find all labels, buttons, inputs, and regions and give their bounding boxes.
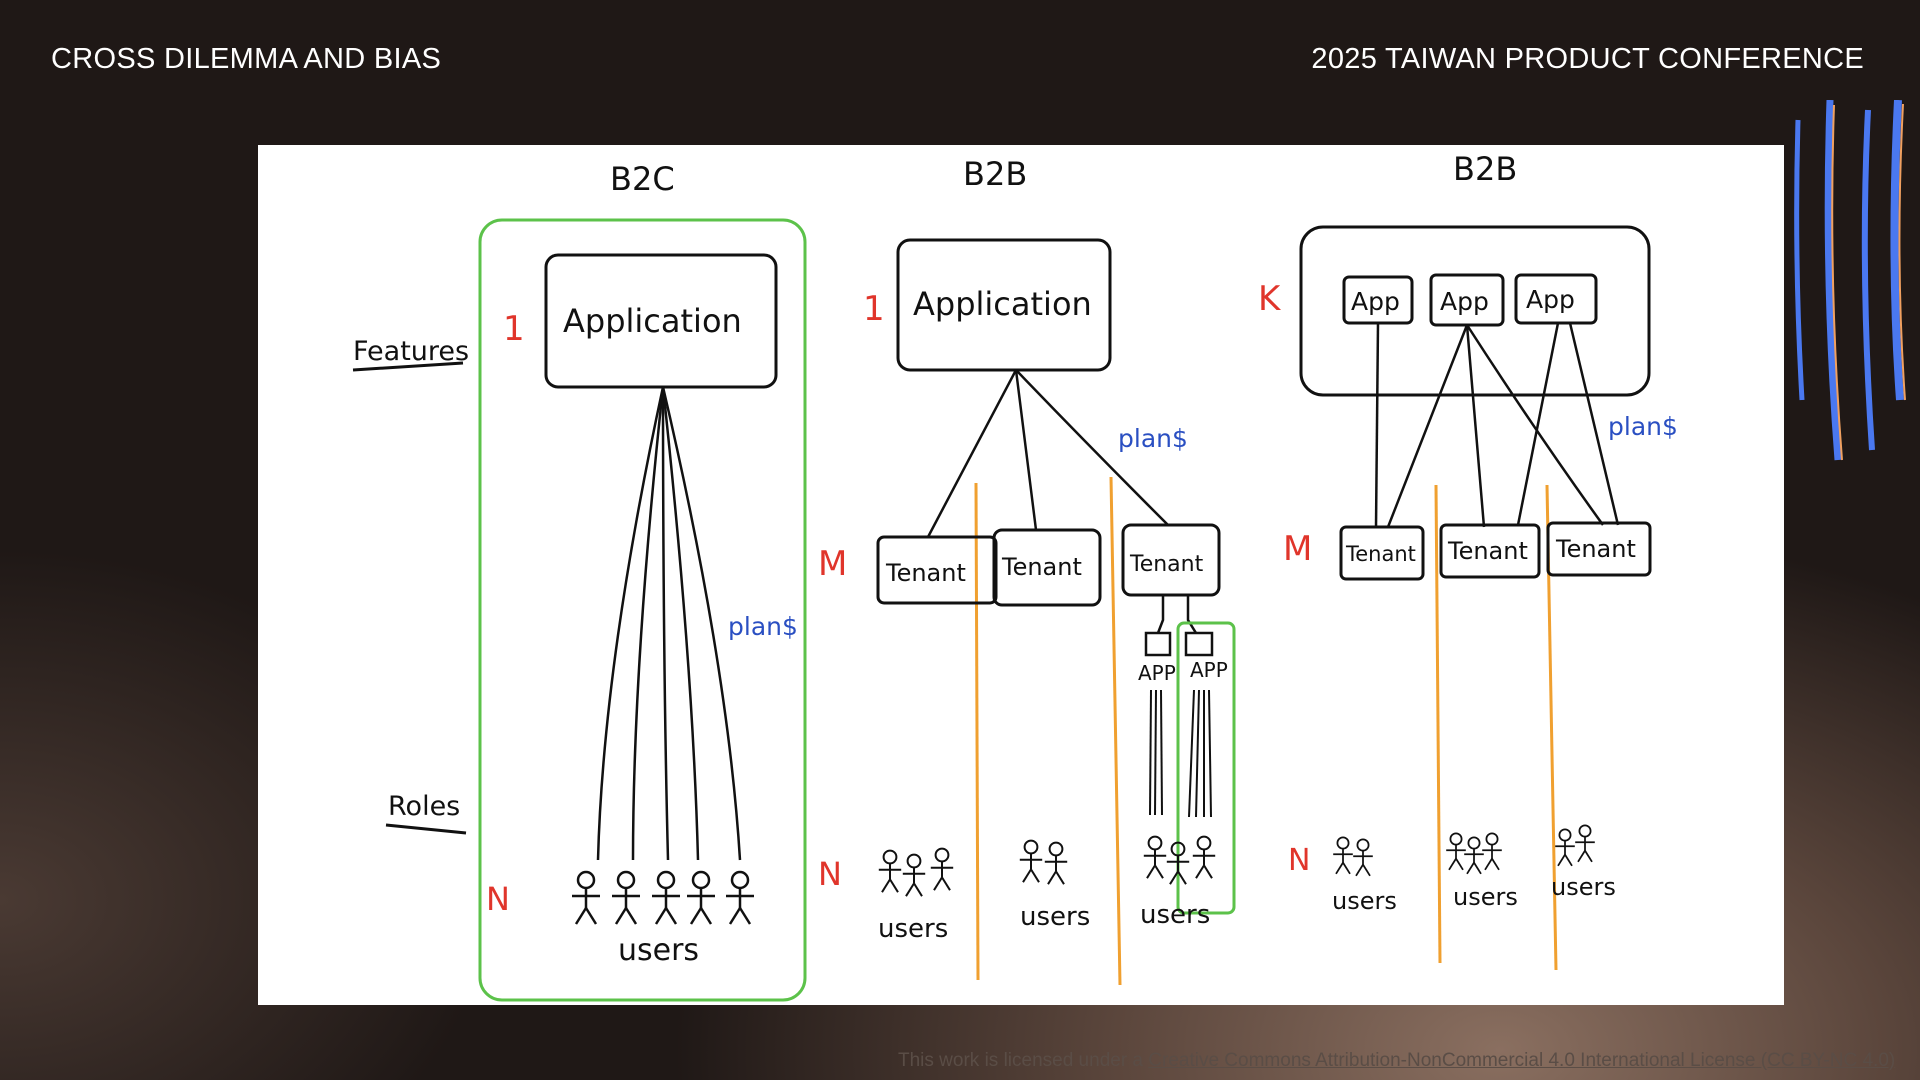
b2b-multi-users-1: users bbox=[1332, 887, 1397, 915]
b2b-single-application-box bbox=[896, 238, 1112, 372]
b2c-users-label: users bbox=[618, 933, 699, 968]
b2b-multi-links bbox=[1374, 322, 1620, 528]
b2b-single-app-2-label: APP bbox=[1190, 658, 1228, 682]
panel-b2b-multi-app: B2B K App App App plan$ M Tenant bbox=[1258, 150, 1678, 971]
b2b-multi-count-mid: M bbox=[1283, 529, 1312, 569]
whiteboard-diagram: Features Roles B2C 1 Application plan$ N bbox=[258, 145, 1784, 1005]
b2b-single-green-highlight bbox=[1176, 621, 1236, 915]
b2b-multi-platform-box bbox=[1299, 225, 1651, 397]
b2b-multi-tenant-3-label: Tenant bbox=[1555, 535, 1636, 563]
b2b-single-count-mid: M bbox=[818, 544, 847, 584]
b2b-single-tenant-3 bbox=[1121, 523, 1221, 597]
panel-b2b-single-app: B2B 1 Application plan$ M Tenant Tenant … bbox=[818, 155, 1236, 986]
b2b-multi-divider-1 bbox=[1434, 484, 1442, 964]
slide-section-title: CROSS DILEMMA AND BIAS bbox=[51, 43, 442, 75]
b2b-multi-tenant-1 bbox=[1339, 525, 1425, 581]
features-underline bbox=[352, 361, 464, 372]
license-link[interactable]: Creative Commons Attribution-NonCommerci… bbox=[1148, 1050, 1896, 1071]
b2b-single-plan-label: plan$ bbox=[1118, 424, 1188, 453]
b2b-single-title: B2B bbox=[963, 155, 1027, 193]
panel-b2c: B2C 1 Application plan$ N users bbox=[478, 160, 807, 1002]
b2b-multi-title: B2B bbox=[1453, 150, 1517, 188]
b2c-application-label: Application bbox=[563, 302, 742, 340]
b2b-single-tenant-lines bbox=[926, 369, 1169, 538]
b2b-single-users-1: users bbox=[878, 914, 948, 944]
b2b-single-divider-1 bbox=[974, 482, 980, 981]
b2b-multi-users-2: users bbox=[1453, 883, 1518, 911]
b2b-single-tenant-3-label: Tenant bbox=[1129, 552, 1204, 577]
b2c-plan-label: plan$ bbox=[728, 612, 798, 641]
b2c-user-figures bbox=[572, 870, 754, 925]
b2b-multi-count-bottom: N bbox=[1288, 843, 1310, 878]
b2b-single-divider-2 bbox=[1109, 476, 1122, 986]
b2b-single-application-label: Application bbox=[913, 285, 1092, 323]
b2b-single-user-figures bbox=[878, 835, 1216, 897]
b2c-green-boundary bbox=[478, 218, 807, 1002]
roles-underline bbox=[385, 823, 467, 835]
b2b-single-tenant-1-label: Tenant bbox=[885, 559, 966, 587]
b2b-single-count-top: 1 bbox=[863, 289, 885, 329]
b2b-multi-app-1-label: App bbox=[1351, 287, 1400, 316]
b2b-single-tenant-2-label: Tenant bbox=[1001, 553, 1082, 581]
decorative-streaks bbox=[1794, 100, 1906, 461]
b2b-multi-app-3-label: App bbox=[1526, 285, 1575, 314]
b2b-single-app-branch bbox=[1144, 595, 1214, 657]
b2c-user-lines bbox=[596, 386, 742, 861]
b2b-single-users-3: users bbox=[1140, 900, 1210, 930]
b2b-single-app-1-label: APP bbox=[1138, 661, 1176, 685]
b2c-count-bottom: N bbox=[486, 880, 510, 918]
b2b-multi-tenant-2-label: Tenant bbox=[1447, 537, 1528, 565]
b2b-single-app-user-lines bbox=[1149, 689, 1212, 818]
b2b-single-tenant-2 bbox=[992, 528, 1102, 607]
b2c-title: B2C bbox=[610, 160, 675, 198]
license-footer: This work is licensed under a Creative C… bbox=[898, 1050, 1895, 1072]
b2b-multi-user-figures bbox=[1333, 824, 1595, 877]
b2b-multi-tenant-3 bbox=[1546, 521, 1652, 577]
b2b-multi-app-3 bbox=[1514, 273, 1598, 325]
b2c-count-top: 1 bbox=[503, 309, 525, 349]
b2b-single-users-2: users bbox=[1020, 902, 1090, 932]
license-prefix: This work is licensed under a bbox=[898, 1050, 1149, 1071]
b2b-multi-tenant-1-label: Tenant bbox=[1345, 542, 1416, 566]
b2b-multi-app-2-label: App bbox=[1440, 287, 1489, 316]
b2b-multi-users-3: users bbox=[1551, 873, 1616, 901]
conference-title: 2025 TAIWAN PRODUCT CONFERENCE bbox=[1311, 43, 1864, 75]
b2b-multi-plan-label: plan$ bbox=[1608, 412, 1678, 441]
b2c-application-box bbox=[544, 253, 778, 389]
b2b-single-count-bottom: N bbox=[818, 855, 842, 893]
b2b-multi-count-top: K bbox=[1258, 279, 1282, 319]
roles-label: Roles bbox=[388, 791, 460, 822]
b2b-multi-tenant-2 bbox=[1439, 523, 1541, 579]
features-label: Features bbox=[353, 336, 469, 367]
b2b-single-tenant-1 bbox=[876, 535, 998, 605]
